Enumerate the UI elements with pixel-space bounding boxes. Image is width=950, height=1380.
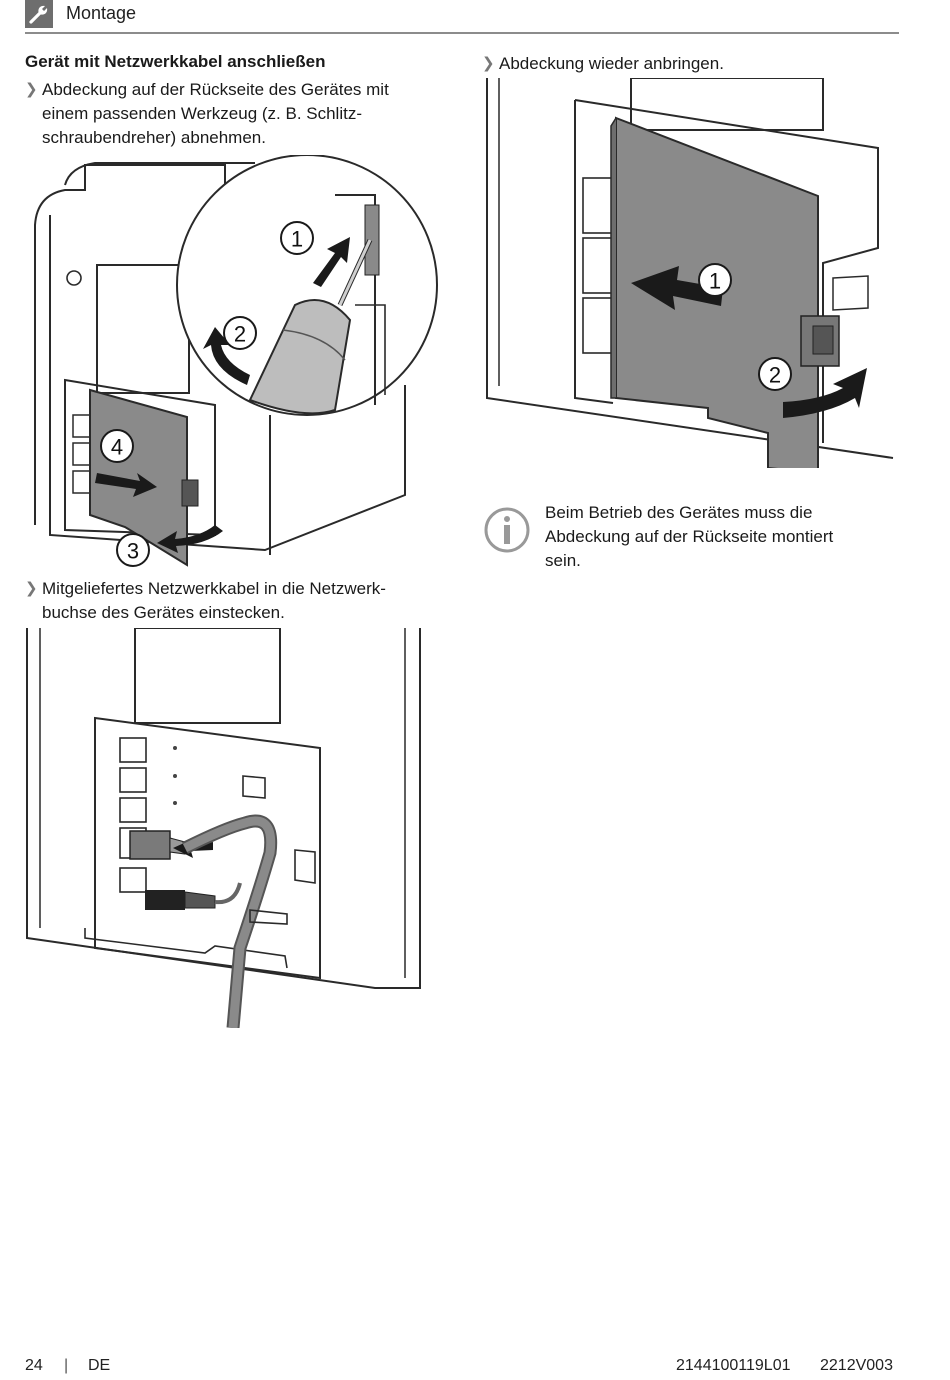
- header-divider: [25, 32, 899, 34]
- chevron-right-icon: ❯: [482, 55, 495, 72]
- chevron-right-icon: ❯: [25, 580, 38, 597]
- page-section-title: Montage: [66, 3, 137, 23]
- callout-1: 1: [291, 227, 303, 252]
- chevron-right-icon: ❯: [25, 81, 38, 98]
- step-text: Mitgeliefertes Netzwerkkabel in die Netz…: [42, 579, 386, 622]
- figure-network-cable: [25, 627, 425, 1033]
- step-remove-cover: ❯ Abdeckung auf der Rückseite des Geräte…: [25, 78, 452, 150]
- step-reattach-cover: ❯ Abdeckung wieder anbringen.: [482, 52, 899, 76]
- info-icon: [483, 506, 531, 554]
- footer-version: 2212V003: [820, 1357, 893, 1374]
- callout-2: 2: [234, 322, 246, 347]
- step-text: Abdeckung wieder anbringen.: [499, 54, 724, 73]
- callout-4: 4: [111, 435, 123, 460]
- page-number: 24: [25, 1357, 43, 1374]
- callout-3: 3: [127, 539, 139, 564]
- info-note-text: Beim Betrieb des Gerätes muss die Abdeck…: [545, 503, 834, 570]
- step-plug-cable: ❯ Mitgeliefertes Netzwerkkabel in die Ne…: [25, 577, 452, 625]
- callout-2: 2: [769, 363, 781, 388]
- wrench-icon: [25, 0, 53, 28]
- footer-doc-number: 2144100119L01: [676, 1357, 791, 1374]
- figure-reattach-cover: 1 2: [483, 77, 895, 475]
- figure-remove-cover: 4 3 1 2: [25, 154, 445, 580]
- section-heading: Gerät mit Netzwerkkabel anschließen: [25, 52, 326, 71]
- callout-1: 1: [709, 269, 721, 294]
- footer-separator: |: [64, 1357, 69, 1374]
- footer-language: DE: [88, 1357, 111, 1374]
- step-text: Abdeckung auf der Rückseite des Gerätes …: [42, 80, 389, 147]
